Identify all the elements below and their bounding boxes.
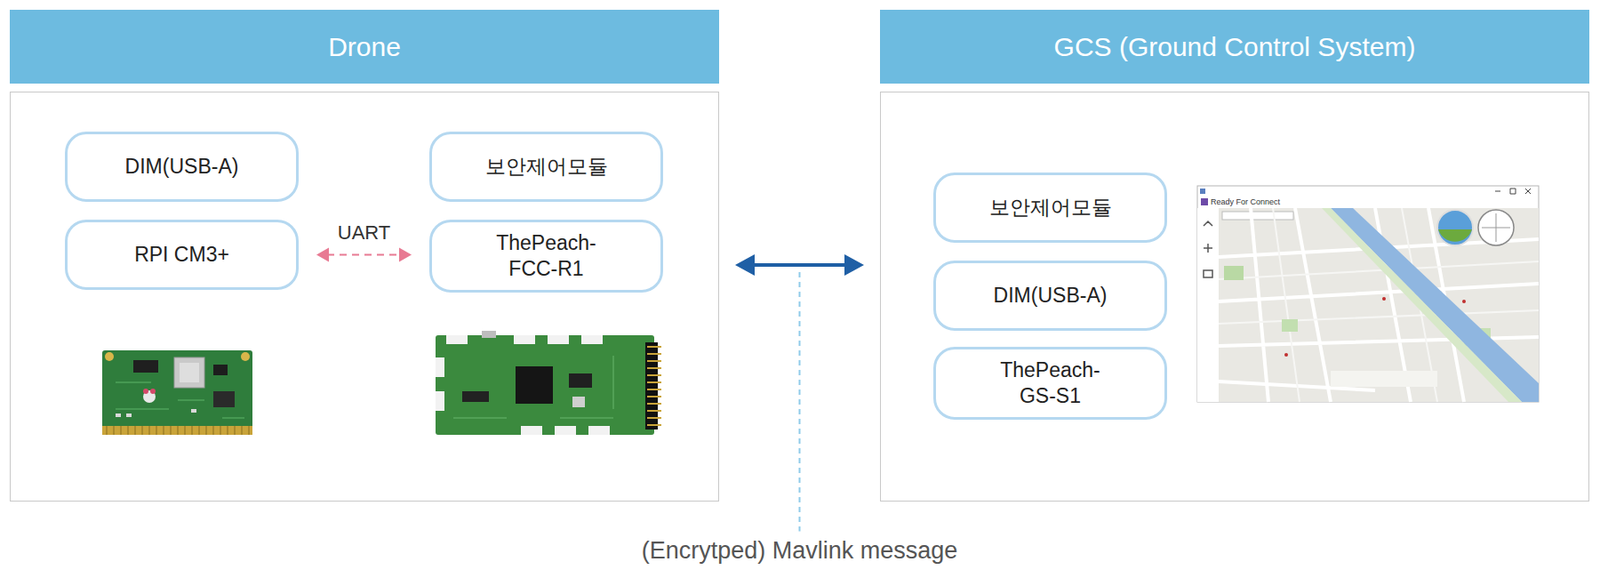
illustration-shape xyxy=(572,396,585,408)
illustration-shape xyxy=(115,413,121,417)
illustration-shape xyxy=(1382,296,1386,301)
illustration-shape xyxy=(133,360,159,373)
arrow-head xyxy=(399,248,412,263)
screenshot-status-text: Ready For Connect xyxy=(1210,197,1280,208)
module-box: ThePeach- GS-S1 xyxy=(933,346,1168,420)
illustration-shape xyxy=(1330,208,1539,402)
module-box: DIM(USB-A) xyxy=(933,260,1168,331)
illustration-shape xyxy=(446,335,468,344)
illustration-shape xyxy=(462,391,489,402)
illustration-shape xyxy=(435,335,655,435)
illustration-shape xyxy=(481,330,496,338)
illustration-shape xyxy=(1438,229,1472,242)
illustration-shape xyxy=(1321,208,1522,402)
arrow-head xyxy=(735,254,755,276)
illustration-shape xyxy=(1200,198,1208,206)
edge-label: UART xyxy=(334,221,395,245)
illustration-shape xyxy=(1197,208,1219,402)
illustration-shape xyxy=(1218,208,1539,402)
illustration-shape xyxy=(520,425,543,435)
illustration-shape xyxy=(1224,265,1244,280)
illustration-shape xyxy=(435,391,445,411)
illustration-shape xyxy=(213,391,235,408)
illustration-shape xyxy=(453,355,614,418)
edge-label: (Encrytped) Mavlink message xyxy=(638,536,962,565)
module-label: 보안제어모듈 xyxy=(989,194,1112,221)
module-label: 보안제어모듈 xyxy=(485,153,608,180)
illustration-shape xyxy=(1197,185,1539,402)
panel-header-band: Drone xyxy=(9,9,720,84)
illustration-shape xyxy=(515,366,553,404)
module-label: ThePeach- FCC-R1 xyxy=(480,230,614,282)
illustration-shape xyxy=(1218,208,1539,402)
illustration-shape xyxy=(115,382,245,418)
module-label: ThePeach- GS-S1 xyxy=(984,357,1118,409)
device-panel: GCS (Ground Control System) 보안제어모듈 DIM(USB… xyxy=(880,9,1590,502)
illustration-shape xyxy=(1281,319,1298,332)
illustration-shape xyxy=(1330,370,1438,387)
module-box: DIM(USB-A) xyxy=(64,131,299,202)
illustration-shape xyxy=(554,425,576,435)
illustration-shape xyxy=(126,413,132,417)
arrow-head xyxy=(844,254,864,276)
illustration-shape xyxy=(1203,221,1213,278)
illustration-shape xyxy=(513,335,536,344)
module-box: RPI CM3+ xyxy=(64,219,299,290)
device-panel: DroneDIM(USB-A) 보안제어모듈 RPI CM3+ ThePeach- F… xyxy=(9,9,720,502)
illustration-shape xyxy=(1478,209,1514,246)
illustration-shape xyxy=(174,357,205,388)
illustration-shape xyxy=(581,335,603,344)
illustration-shape xyxy=(104,352,114,361)
illustration-shape xyxy=(588,425,610,435)
illustration-shape xyxy=(1495,188,1531,194)
illustration-shape xyxy=(179,362,200,383)
panel-title: GCS (Ground Control System) xyxy=(1054,32,1416,63)
illustration-shape xyxy=(1437,209,1473,246)
illustration-shape xyxy=(1481,213,1511,242)
illustration-shape xyxy=(645,342,658,430)
illustration-shape xyxy=(435,357,445,377)
fcc-board xyxy=(435,330,662,435)
rpi-cm3-board xyxy=(102,350,253,435)
panel-title: Drone xyxy=(328,32,401,63)
illustration-shape xyxy=(106,425,249,435)
illustration-shape xyxy=(1222,211,1294,220)
arrow-head xyxy=(316,248,329,263)
connector-line xyxy=(752,263,847,267)
illustration-shape xyxy=(1197,208,1539,402)
gcs-screenshot xyxy=(1197,185,1539,402)
connector-line xyxy=(327,254,401,256)
module-box: ThePeach- FCC-R1 xyxy=(429,219,664,293)
illustration-shape xyxy=(102,425,253,435)
illustration-shape xyxy=(647,346,662,425)
panel-header-band: GCS (Ground Control System) xyxy=(880,9,1590,84)
module-label: DIM(USB-A) xyxy=(125,153,240,180)
illustration-shape xyxy=(150,388,156,394)
illustration-shape xyxy=(568,373,592,388)
module-label: RPI CM3+ xyxy=(134,241,230,268)
illustration-shape xyxy=(547,335,569,344)
module-box: 보안제어모듈 xyxy=(429,131,664,202)
illustration-shape xyxy=(1200,188,1206,194)
illustration-shape xyxy=(213,364,228,376)
connector xyxy=(316,248,412,263)
illustration-shape xyxy=(191,408,197,413)
illustration-shape xyxy=(240,352,250,361)
illustration-shape xyxy=(1284,352,1288,357)
illustration-shape xyxy=(143,388,149,394)
module-box: 보안제어모듈 xyxy=(933,172,1168,243)
module-label: DIM(USB-A) xyxy=(993,282,1108,309)
illustration-shape xyxy=(102,350,253,435)
leader-line xyxy=(799,272,801,532)
illustration-shape xyxy=(1462,299,1466,304)
